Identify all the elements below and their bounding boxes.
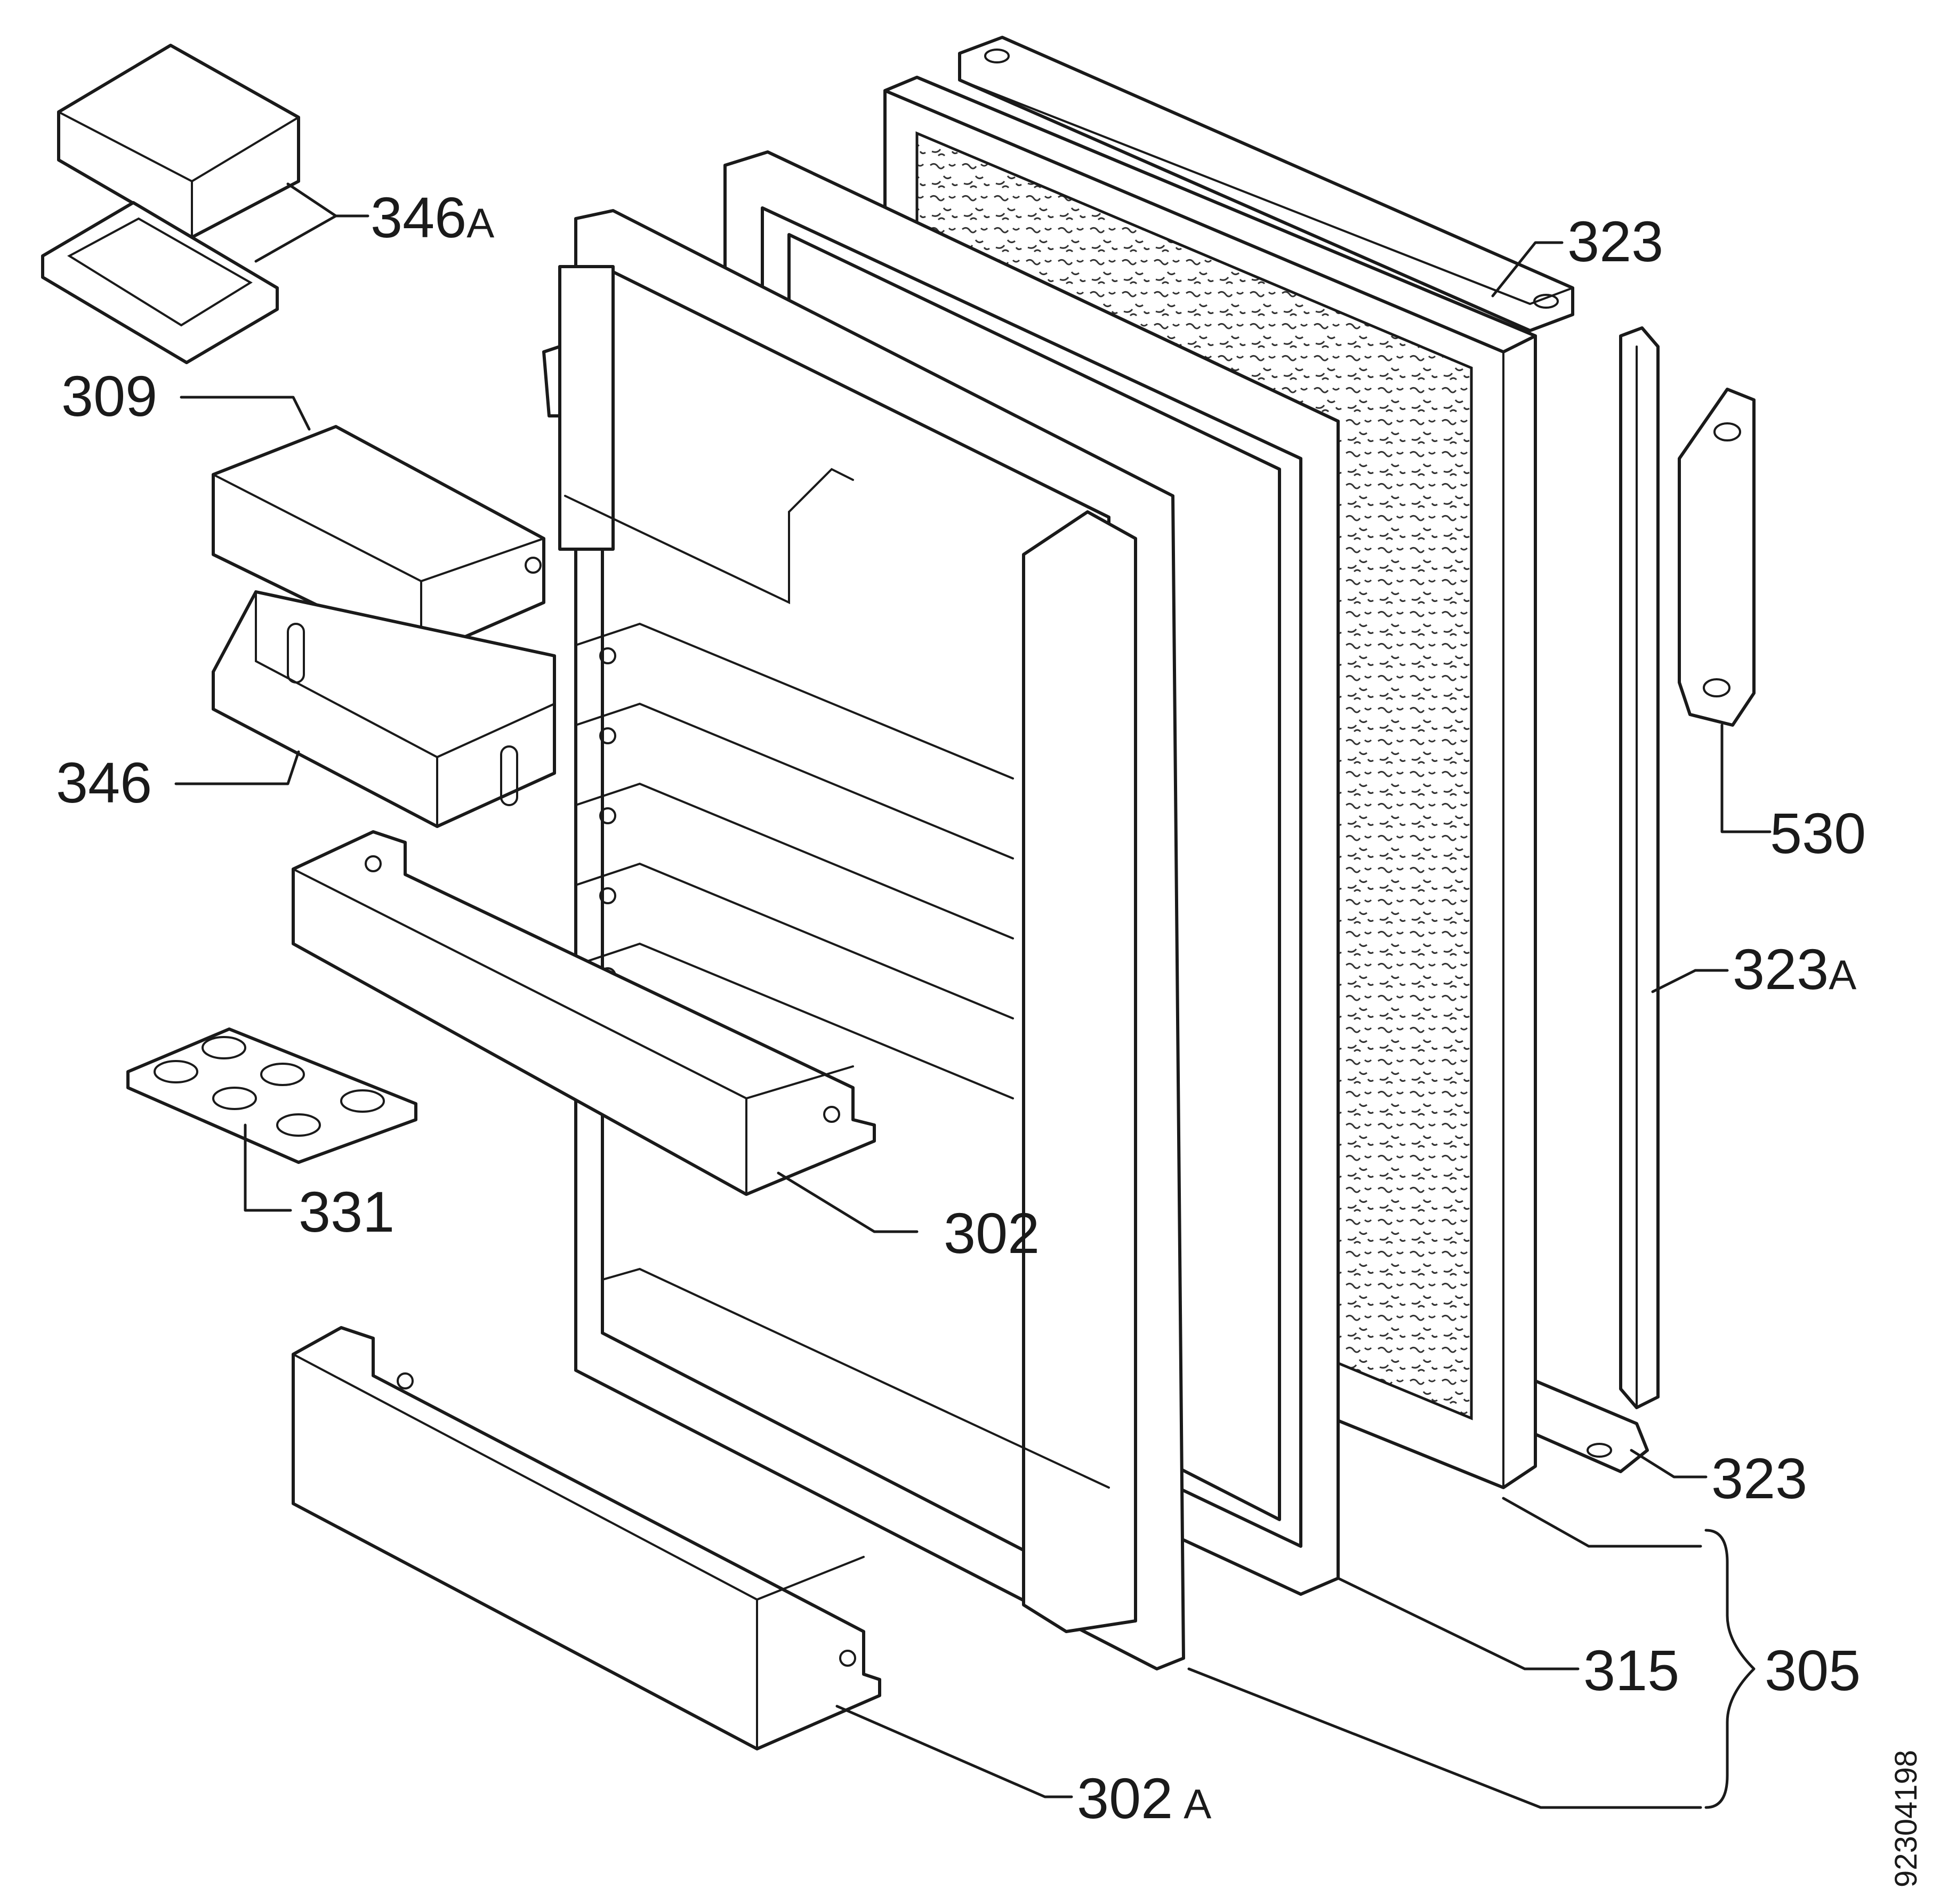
leader-lines bbox=[174, 182, 1772, 1809]
label-346A: 346A bbox=[371, 185, 494, 250]
label-315: 315 bbox=[1583, 1638, 1679, 1702]
hinge-bracket-bottom bbox=[1534, 1379, 1649, 1473]
door-shelf bbox=[292, 830, 876, 1196]
compartment-cover bbox=[212, 425, 545, 657]
compartment-lid-set bbox=[41, 44, 300, 364]
hinge-bracket-top bbox=[958, 36, 1574, 332]
label-305: 305 bbox=[1765, 1638, 1861, 1702]
bottle-shelf bbox=[292, 1326, 881, 1750]
vertical-trim-strip bbox=[1619, 326, 1660, 1409]
shelf-rails bbox=[575, 622, 1014, 1099]
label-302: 302 bbox=[944, 1201, 1040, 1265]
label-323-top: 323 bbox=[1567, 209, 1663, 274]
label-530: 530 bbox=[1770, 801, 1866, 865]
compartment-box bbox=[212, 590, 556, 828]
label-331: 331 bbox=[299, 1179, 395, 1244]
label-323-bottom: 323 bbox=[1711, 1446, 1807, 1511]
inner-door-liner bbox=[542, 209, 1185, 1670]
label-309: 309 bbox=[61, 364, 157, 428]
label-323A: 323A bbox=[1733, 937, 1856, 1001]
document-number: 92304198 bbox=[1889, 1750, 1923, 1887]
label-346: 346 bbox=[56, 750, 152, 815]
egg-tray bbox=[126, 1027, 417, 1164]
hinge-plate bbox=[1678, 388, 1756, 727]
